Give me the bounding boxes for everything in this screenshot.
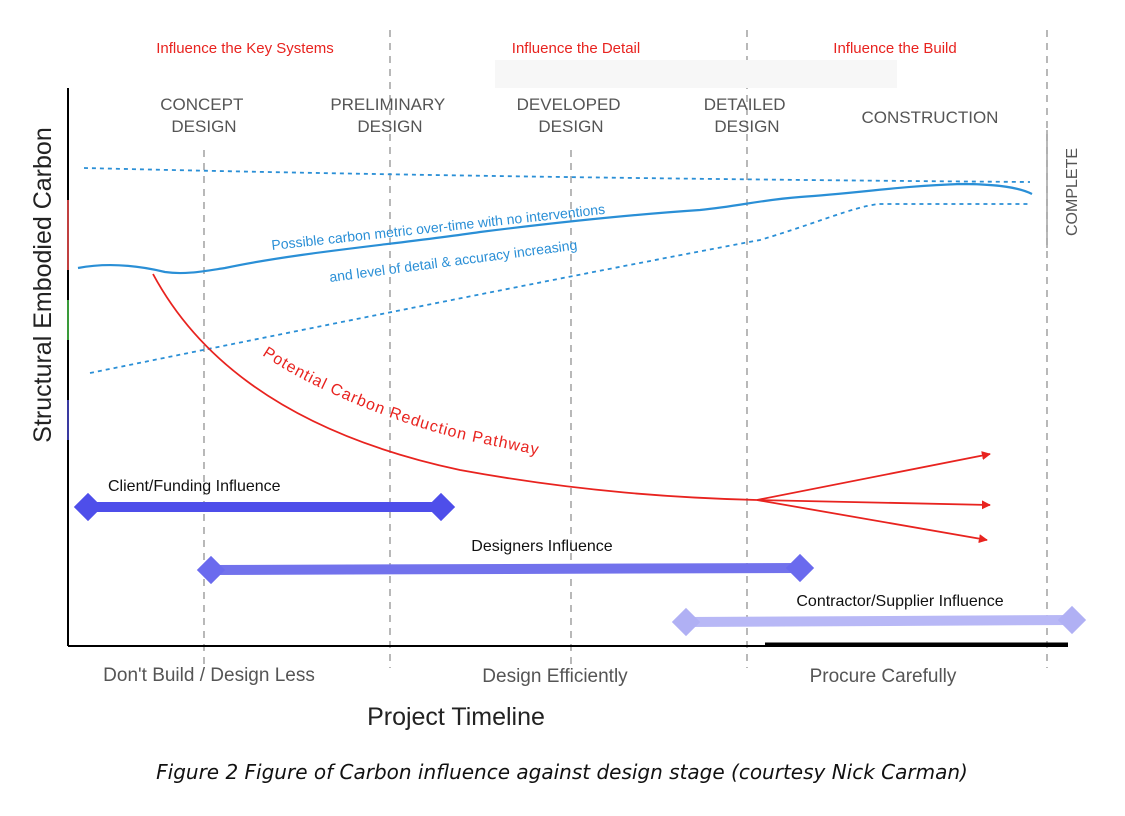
- client-funding-label: Client/Funding Influence: [108, 478, 281, 495]
- carbon-metric-annotation: Possible carbon metric over-time with no…: [271, 201, 606, 285]
- carbon-metric-line: [77, 182, 1033, 275]
- envelope-upper: [83, 167, 1031, 183]
- stage-label-detailed: DETAILED DESIGN: [704, 95, 791, 136]
- reduction-branch-up: [756, 451, 991, 501]
- influence-label-key-systems: Influence the Key Systems: [156, 40, 334, 57]
- faint-overlay: [495, 60, 897, 88]
- axes: [67, 88, 1068, 647]
- stage-label-construction: CONSTRUCTION: [862, 108, 999, 127]
- contractor-supplier-label: Contractor/Supplier Influence: [796, 593, 1003, 610]
- contractor-supplier-bar: [685, 615, 1073, 627]
- influence-bars: Client/Funding Influence Designers Influ…: [73, 478, 1087, 637]
- reduction-branch-mid: [756, 499, 991, 510]
- designers-bar-diamond-left: [196, 555, 226, 585]
- stage-label-preliminary: PRELIMINARY DESIGN: [330, 95, 449, 136]
- stage-labels: CONCEPT DESIGN PRELIMINARY DESIGN DEVELO…: [160, 95, 998, 136]
- accuracy-envelope: [83, 167, 1031, 374]
- y-axis-label: Structural Embodied Carbon: [29, 127, 57, 442]
- reduction-curve: [152, 273, 758, 501]
- strategy-label-procure-carefully: Procure Carefully: [810, 666, 957, 687]
- strategy-label-dont-build: Don't Build / Design Less: [103, 665, 315, 686]
- strategy-label-design-efficiently: Design Efficiently: [482, 666, 628, 687]
- influence-labels: Influence the Key Systems Influence the …: [156, 40, 957, 57]
- reduction-branch-down: [756, 499, 988, 544]
- contractor-bar-diamond-right: [1057, 605, 1087, 635]
- contractor-bar-diamond-left: [671, 607, 701, 637]
- stage-lines: [203, 150, 572, 668]
- influence-label-build: Influence the Build: [833, 40, 956, 57]
- client-bar-diamond-left: [73, 492, 103, 522]
- figure-caption: Figure 2 Figure of Carbon influence agai…: [156, 760, 968, 784]
- stage-label-developed: DEVELOPED DESIGN: [517, 95, 626, 136]
- designers-bar: [210, 563, 801, 575]
- reduction-pathway: [152, 273, 991, 544]
- designers-label: Designers Influence: [471, 538, 613, 555]
- x-axis-label: Project Timeline: [367, 703, 545, 731]
- reduction-pathway-label: Potential Carbon Reduction Pathway: [260, 344, 541, 459]
- envelope-lower: [89, 203, 1030, 374]
- stage-label-concept: CONCEPT DESIGN: [160, 95, 248, 136]
- strategy-labels: Don't Build / Design Less Design Efficie…: [103, 665, 957, 687]
- designers-bar-diamond-right: [785, 553, 815, 583]
- influence-label-detail: Influence the Detail: [512, 40, 640, 57]
- complete-label: COMPLETE: [1064, 148, 1081, 236]
- client-bar-diamond-right: [426, 492, 456, 522]
- carbon-metric-text-2: and level of detail & accuracy increasin…: [328, 237, 578, 285]
